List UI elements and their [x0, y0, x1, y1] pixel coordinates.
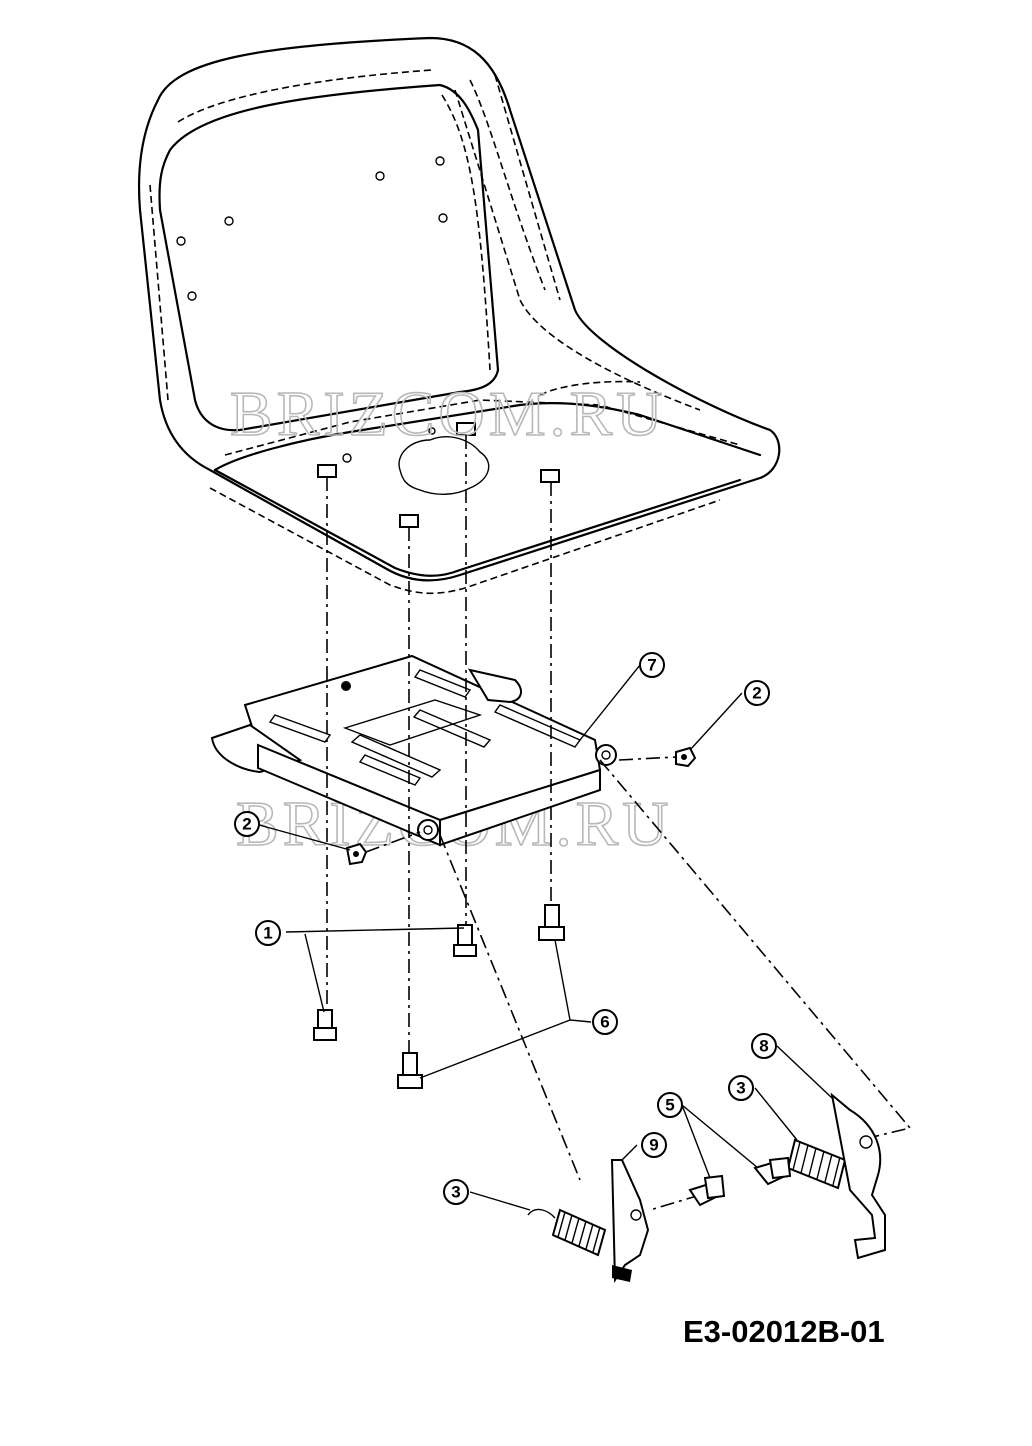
spring-assembly-left — [527, 1159, 650, 1284]
callout-1: 1 — [255, 920, 281, 946]
seat — [137, 36, 781, 595]
svg-text:9: 9 — [649, 1136, 658, 1155]
callout-2-right: 2 — [744, 680, 770, 706]
shoulder-bolt-6-right — [538, 904, 565, 941]
bolt-1-left — [313, 1009, 337, 1041]
svg-text:5: 5 — [665, 1096, 674, 1115]
callout-6: 6 — [592, 1009, 618, 1035]
callout-9: 9 — [641, 1132, 667, 1158]
drawing-code: E3-02012B-01 — [683, 1314, 885, 1349]
nut-2-left — [345, 842, 368, 866]
callout-5: 5 — [657, 1092, 683, 1118]
callout-3-right: 3 — [728, 1075, 754, 1101]
callout-7: 7 — [639, 652, 665, 678]
leader-lines — [258, 664, 833, 1211]
shoulder-bolt-6-left — [397, 1052, 423, 1089]
svg-text:2: 2 — [752, 684, 761, 703]
seat-mounting-plate — [210, 654, 617, 847]
callout-2-left: 2 — [234, 811, 260, 837]
spring-assembly-right — [786, 1092, 886, 1260]
svg-text:1: 1 — [263, 924, 272, 943]
nut-2-right — [675, 746, 697, 768]
svg-text:8: 8 — [759, 1037, 768, 1056]
svg-text:7: 7 — [647, 656, 656, 675]
callout-8: 8 — [751, 1033, 777, 1059]
alignment-lines — [326, 435, 912, 1211]
bolt-1-right — [453, 924, 477, 957]
svg-text:3: 3 — [451, 1183, 460, 1202]
svg-text:2: 2 — [242, 815, 251, 834]
svg-text:6: 6 — [600, 1013, 609, 1032]
watermark-top: BRIZCOM.RU — [230, 378, 667, 449]
callout-3-left: 3 — [443, 1179, 469, 1205]
bolt-5-left — [688, 1174, 726, 1207]
bolt-5-right — [753, 1156, 792, 1186]
svg-text:3: 3 — [736, 1079, 745, 1098]
